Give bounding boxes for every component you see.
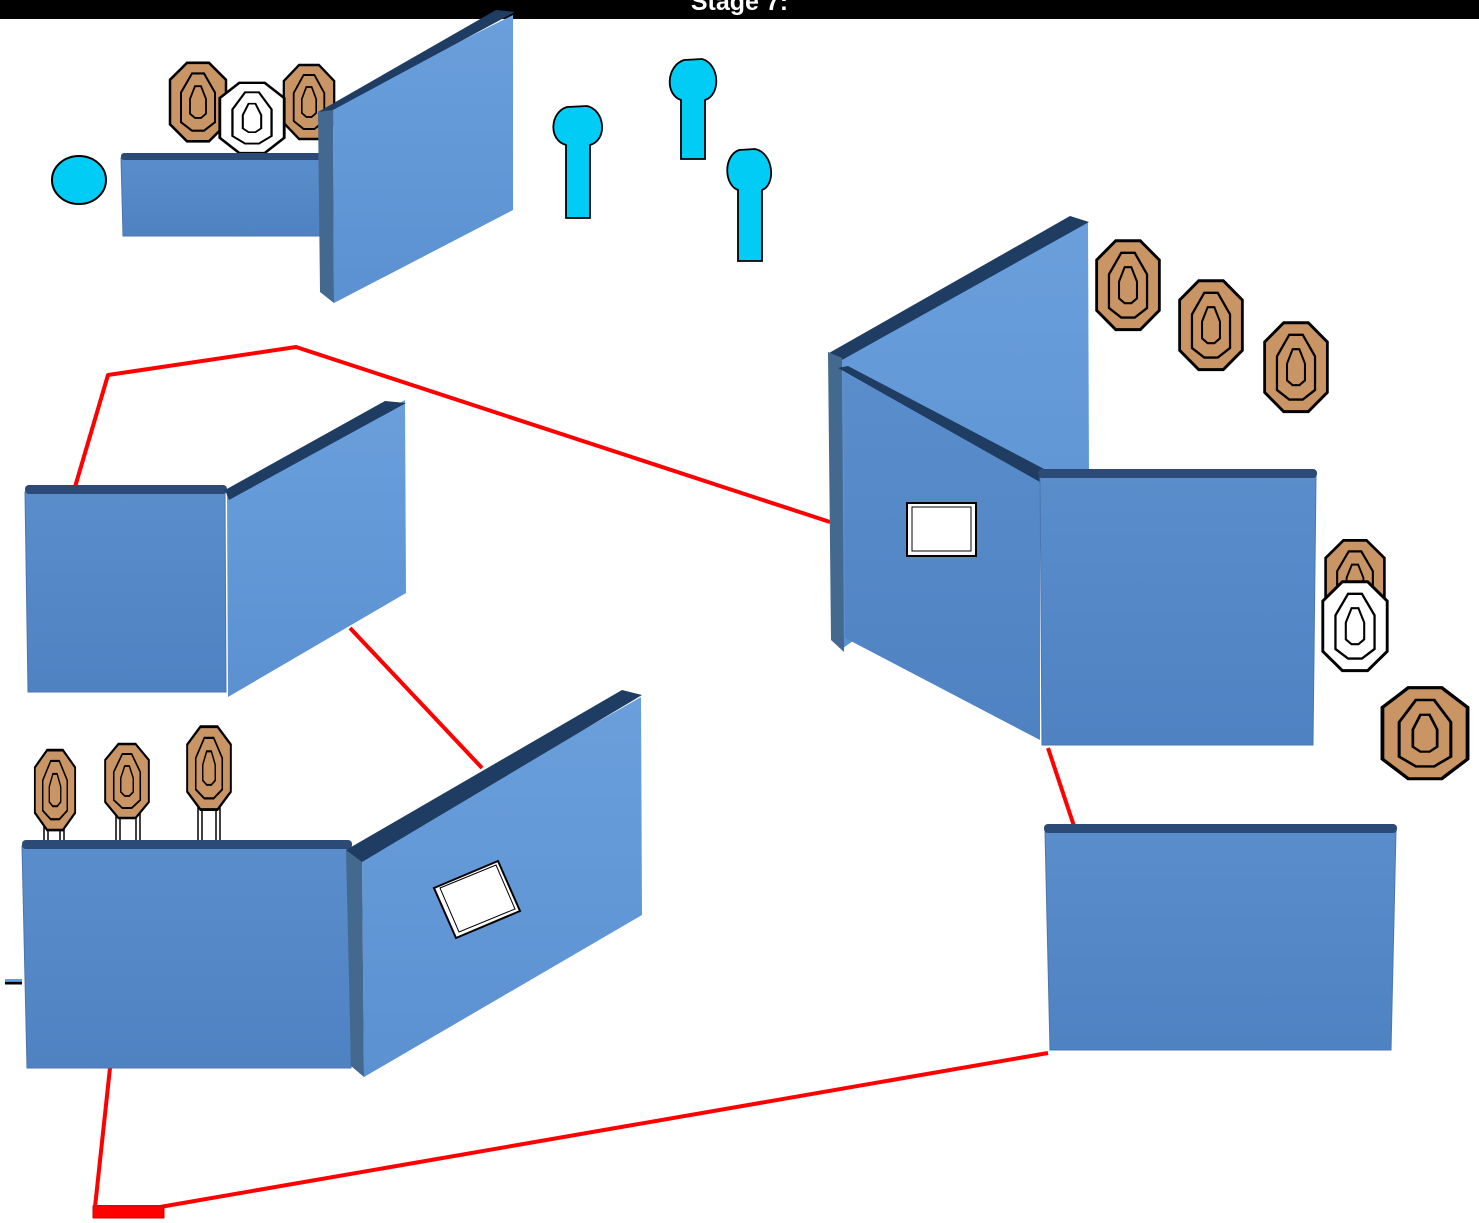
fault-line-middle — [348, 626, 484, 770]
no-shoot-target-icon — [1321, 580, 1389, 673]
no-shoot-target-icon — [218, 81, 286, 155]
paper-target-icon — [1263, 321, 1329, 414]
paper-target-icon — [185, 725, 233, 847]
paper-target-icon — [1380, 685, 1470, 781]
paper-target-icon — [1178, 279, 1244, 372]
fault-line-upper — [73, 345, 831, 524]
barrier-top-panel — [318, 10, 515, 303]
window-port-icon — [906, 502, 977, 557]
paper-target-icon — [33, 748, 77, 847]
barrier-bottom-left — [5, 690, 642, 1077]
barrier-right-front-panel — [1038, 469, 1317, 746]
title-bar: Stage 7: — [0, 0, 1479, 19]
steel-plate-icon — [51, 155, 107, 205]
popper-icon — [726, 148, 772, 262]
fault-line-right — [1046, 747, 1076, 827]
paper-target-icon — [103, 742, 151, 847]
paper-target-icon — [1095, 239, 1161, 332]
barrier-left-corner — [24, 400, 406, 697]
window-port-icon — [432, 859, 522, 940]
barrier-low-wall — [120, 153, 331, 237]
stage-title: Stage 7: — [690, 0, 789, 16]
start-box-icon — [92, 1205, 165, 1219]
popper-icon — [668, 58, 718, 160]
fault-line-bottom — [93, 1051, 1049, 1209]
barrier-bottom-right — [1044, 824, 1397, 1051]
paper-target-icon — [168, 61, 228, 143]
popper-icon — [552, 105, 603, 219]
fault-lines — [73, 345, 1076, 1219]
